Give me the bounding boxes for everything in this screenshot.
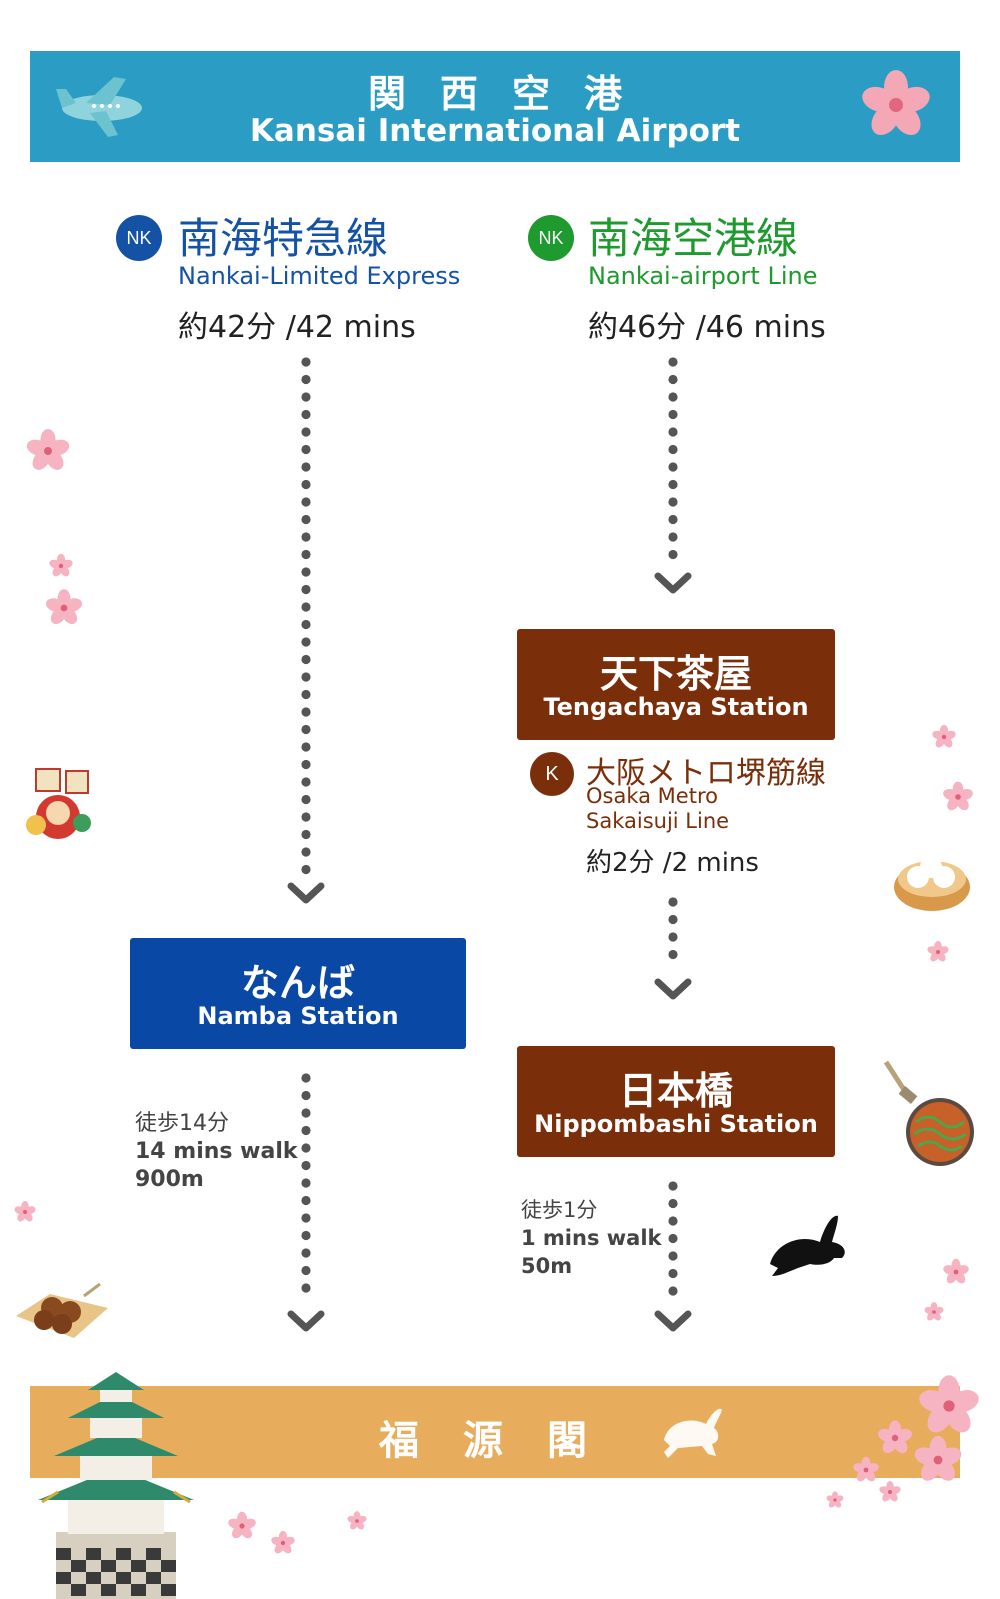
line-name-en-right: Nankai-airport Line <box>588 262 818 290</box>
header-title-jp: 関西空港 <box>367 72 656 116</box>
arrowhead-icon <box>287 882 325 904</box>
station-name-jp: なんば <box>240 961 355 1005</box>
steamed-bun-icon <box>894 856 970 911</box>
station-namba: なんば Namba Station <box>130 938 466 1049</box>
arrowhead-icon <box>654 572 692 594</box>
sakura-icon <box>853 1456 879 1482</box>
rabbit-icon <box>770 1215 845 1276</box>
line-name-jp-right: 南海空港線 <box>588 214 799 263</box>
footer-title: 福源閣 <box>379 1418 631 1464</box>
sakura-icon <box>45 589 83 625</box>
arrow-nippombashi-to-fukugenkaku <box>654 1181 692 1332</box>
sakura-icon <box>924 1302 944 1321</box>
arrowhead-icon <box>287 1310 325 1332</box>
arrow-tengachaya-to-nippombashi <box>654 897 692 1000</box>
arrow-namba-to-fukugenkaku <box>287 1073 325 1332</box>
rabbit-icon <box>664 1408 722 1458</box>
walk-info-nippombashi: 徒歩1分 1 mins walk 50m <box>521 1196 662 1280</box>
sakura-icon <box>271 1530 295 1554</box>
sakura-icon <box>879 1481 901 1502</box>
line-name-jp-left: 南海特急線 <box>178 214 389 263</box>
okonomiyaki-icon <box>883 1060 974 1166</box>
osaka-castle-icon <box>38 1372 194 1599</box>
station-name-en: Tengachaya Station <box>543 693 809 721</box>
sakura-icon <box>927 941 949 962</box>
arrow-kansai-to-tengachaya <box>654 357 692 594</box>
sakura-icon <box>347 1511 367 1530</box>
arrowhead-icon <box>654 978 692 1000</box>
metro-line-jp: 大阪メトロ堺筋線 <box>586 756 826 791</box>
sakura-icon <box>826 1491 844 1508</box>
sakura-icon <box>914 1435 962 1481</box>
daruma-icon <box>26 768 91 839</box>
walk-time-en: 1 mins walk <box>521 1226 662 1250</box>
k-badge: K <box>530 752 574 796</box>
walk-info-namba: 徒歩14分 14 mins walk 900m <box>135 1110 298 1194</box>
walk-time-en: 14 mins walk <box>135 1139 298 1164</box>
duration-right: 約46分 /46 mins <box>588 310 826 345</box>
takoyaki-icon <box>16 1282 108 1338</box>
sakura-icon <box>228 1511 256 1539</box>
metro-line-en-1: Osaka Metro <box>586 784 718 808</box>
sakura-icon <box>919 1375 979 1433</box>
sakura-icon <box>943 1258 969 1284</box>
nk-badge-left: NK <box>116 215 162 261</box>
duration-left: 約42分 /42 mins <box>178 310 416 345</box>
arrowhead-icon <box>654 1310 692 1332</box>
header-banner: 関西空港 Kansai International Airport <box>30 51 960 162</box>
walk-distance: 50m <box>521 1254 573 1278</box>
metro-line-en-2: Sakaisuji Line <box>586 809 730 833</box>
station-name-en: Nippombashi Station <box>534 1110 818 1138</box>
station-tengachaya: 天下茶屋 Tengachaya Station <box>517 629 835 740</box>
sakura-icon <box>943 781 973 811</box>
sakura-icon <box>49 553 73 577</box>
footer-banner: 福源閣 <box>30 1386 960 1478</box>
station-nippombashi: 日本橋 Nippombashi Station <box>517 1046 835 1157</box>
station-name-jp: 天下茶屋 <box>599 652 752 696</box>
station-name-jp: 日本橋 <box>618 1069 733 1113</box>
sakura-icon <box>14 1201 36 1222</box>
nk-badge-right: NK <box>528 215 574 261</box>
arrow-kansai-to-namba <box>287 357 325 904</box>
walk-distance: 900m <box>135 1167 204 1192</box>
sakura-icon <box>932 724 956 748</box>
metro-duration: 約2分 /2 mins <box>586 848 759 878</box>
airplane-icon <box>56 77 142 137</box>
walk-time-jp: 徒歩1分 <box>521 1198 598 1222</box>
header-title-en: Kansai International Airport <box>249 113 741 149</box>
sakura-icon <box>26 429 70 470</box>
line-name-en-left: Nankai-Limited Express <box>178 262 461 290</box>
walk-time-jp: 徒歩14分 <box>135 1111 229 1136</box>
sakura-icon <box>878 1420 912 1454</box>
sakura-icon <box>862 70 930 136</box>
station-name-en: Namba Station <box>197 1002 399 1030</box>
